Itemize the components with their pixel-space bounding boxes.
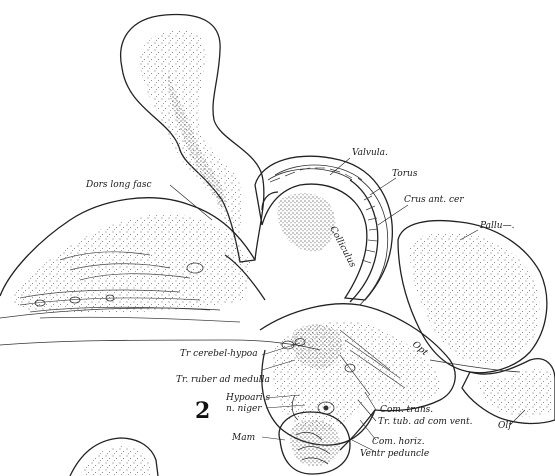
label-olf: Olf	[498, 421, 513, 431]
mammillary-body	[279, 412, 350, 474]
label-tr-cerebel-hypoa: Tr cerebel-hypoa	[180, 349, 258, 359]
label-torus: Torus	[392, 169, 418, 179]
label-crus-ant-cer: Crus ant. cer	[404, 195, 464, 205]
label-dors-long-fasc: Dors long fasc	[85, 180, 152, 190]
label-pallium: Pallu—.	[479, 221, 515, 231]
tectum-region	[255, 156, 392, 305]
label-tr-ruber-ad-medulla: Tr. ruber ad medulla	[176, 375, 270, 385]
label-n-niger: n. niger	[226, 404, 262, 414]
label-com-horiz: Com. horiz.	[372, 437, 425, 447]
medulla-region	[0, 198, 320, 350]
label-tr-tub-ad-com-vent: Tr. tub. ad com vent.	[378, 417, 473, 427]
figure-number: 2	[195, 398, 210, 424]
label-mam: Mam	[231, 433, 255, 443]
label-com-trans: Com. trans.	[380, 405, 433, 415]
lower-fragment	[70, 438, 158, 476]
label-colliculus: Colliculus	[327, 225, 357, 270]
label-valvula: Valvula.	[352, 148, 388, 158]
label-hypoaris: Hypoari s	[225, 393, 271, 403]
label-ventr-peduncle: Ventr peduncle	[360, 449, 429, 459]
